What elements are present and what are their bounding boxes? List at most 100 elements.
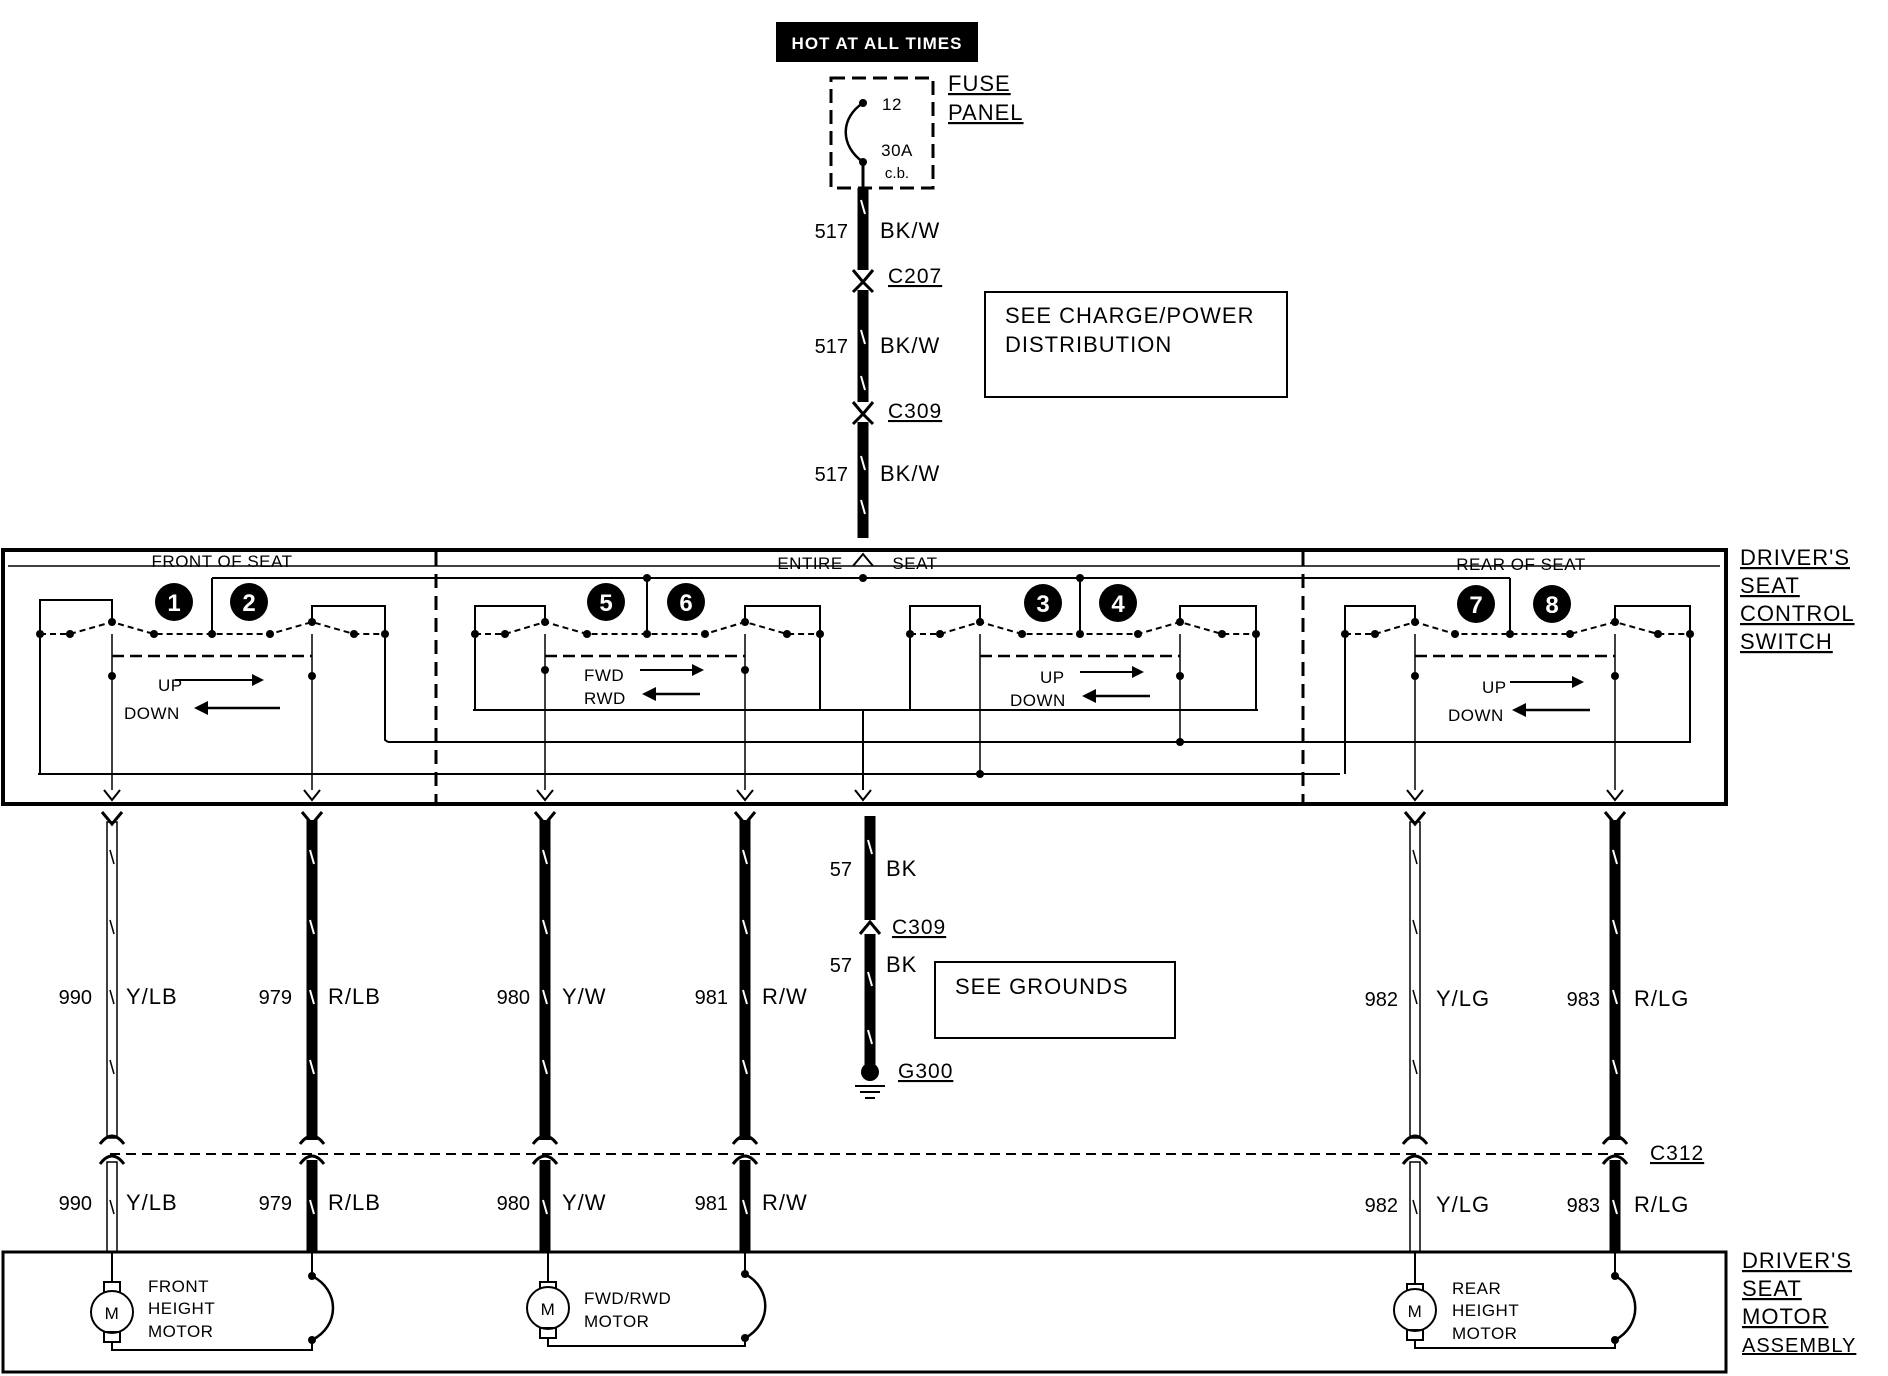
charge-power-note-line1: SEE CHARGE/POWER: [1005, 303, 1254, 328]
fwdrwd-motor-symbol: M: [541, 1300, 556, 1319]
motor-assembly-label-3: MOTOR: [1742, 1304, 1828, 1329]
section-entire: ENTIRE: [777, 554, 842, 573]
rear-motor-symbol: M: [1408, 1302, 1423, 1321]
ground-color-2: BK: [886, 952, 917, 977]
wire-979-color-upper: R/LB: [328, 984, 381, 1009]
wire-983-circuit-lower: 983: [1567, 1195, 1600, 1217]
fwd-rwd-motor: [526, 1252, 767, 1347]
grounds-note: SEE GROUNDS: [955, 974, 1129, 999]
contact-8: 8: [1545, 592, 1558, 619]
rear-motor-label-3: MOTOR: [1452, 1324, 1517, 1343]
wire-979-circuit-lower: 979: [259, 1193, 292, 1215]
contact-6: 6: [679, 590, 692, 617]
motor-assembly-label-1: DRIVER'S: [1742, 1248, 1852, 1273]
rwd-label: RWD: [584, 689, 626, 708]
wire-983-circuit-upper: 983: [1567, 989, 1600, 1011]
wire-990-circuit-upper: 990: [59, 987, 92, 1009]
front-height-motor: [90, 1252, 335, 1351]
wire-983-color-upper: R/LG: [1634, 986, 1689, 1011]
connector-c309-ground: C309: [892, 916, 946, 939]
wire-981-color-upper: R/W: [762, 984, 808, 1009]
switch-label-2: SEAT: [1740, 573, 1800, 598]
wire-980-color-upper: Y/W: [562, 984, 607, 1009]
fwdrwd-motor-label-1: FWD/RWD: [584, 1289, 671, 1308]
contact-circles: [155, 583, 1571, 623]
motor-assembly-label-4: ASSEMBLY: [1742, 1335, 1856, 1357]
section-front-of-seat: FRONT OF SEAT: [152, 552, 293, 571]
charge-power-note-line2: DISTRIBUTION: [1005, 332, 1172, 357]
wire-982-circuit-lower: 982: [1365, 1195, 1398, 1217]
contact-4: 4: [1111, 591, 1125, 618]
contact-7: 7: [1469, 592, 1482, 619]
contact-1: 1: [167, 590, 180, 617]
wire-982-color-upper: Y/LG: [1436, 986, 1490, 1011]
ground-wire: [855, 816, 885, 1099]
section-rear-of-seat: REAR OF SEAT: [1456, 555, 1585, 574]
wire-982-circuit-upper: 982: [1365, 989, 1398, 1011]
connector-c207: C207: [888, 265, 942, 288]
front-up-label: UP: [158, 676, 183, 695]
switch-label-4: SWITCH: [1740, 629, 1833, 654]
fwd-rwd-switch-group: [471, 578, 824, 802]
front-motor-label-3: MOTOR: [148, 1322, 213, 1341]
section-entire-seat: SEAT: [892, 554, 937, 573]
contact-2: 2: [242, 590, 255, 617]
feed-circuit-3: 517: [815, 464, 848, 486]
contact-5: 5: [599, 590, 612, 617]
rear-motor-label-1: REAR: [1452, 1279, 1501, 1298]
wire-980-circuit-lower: 980: [497, 1193, 530, 1215]
rear-motor-label-2: HEIGHT: [1452, 1301, 1519, 1320]
fuse-rating: 30A: [881, 141, 913, 160]
wire-980-color-lower: Y/W: [562, 1190, 607, 1215]
fwdrwd-motor-label-2: MOTOR: [584, 1312, 649, 1331]
hot-at-all-times-box: [776, 22, 978, 62]
front-motor-label-1: FRONT: [148, 1277, 209, 1296]
rear-up-label: UP: [1482, 678, 1507, 697]
motor-assembly: [1, 1250, 1728, 1374]
ground-circuit-1: 57: [830, 859, 852, 881]
feed-color-2: BK/W: [880, 333, 940, 358]
wire-979-color-lower: R/LB: [328, 1190, 381, 1215]
grounds-note-box: [934, 961, 1176, 1039]
fuse-type: c.b.: [885, 165, 909, 182]
seat-control-switch: [1, 548, 1728, 806]
wire-983-color-lower: R/LG: [1634, 1192, 1689, 1217]
mid-switch-group: [906, 578, 1260, 778]
wire-990-circuit-lower: 990: [59, 1193, 92, 1215]
switch-label-1: DRIVER'S: [1740, 545, 1850, 570]
wire-982-color-lower: Y/LG: [1436, 1192, 1490, 1217]
rear-height-motor: [1393, 1252, 1637, 1349]
switch-label-3: CONTROL: [1740, 601, 1855, 626]
fuse-number: 12: [882, 95, 902, 114]
hot-at-all-times-label: HOT AT ALL TIMES: [792, 34, 963, 53]
fuse-panel: 12 30A c.b.: [829, 76, 935, 190]
front-motor-symbol: M: [105, 1304, 120, 1323]
wire-981-circuit-lower: 981: [695, 1193, 728, 1215]
front-motor-label-2: HEIGHT: [148, 1299, 215, 1318]
feed-color-1: BK/W: [880, 218, 940, 243]
mid-down-label: DOWN: [1010, 691, 1066, 710]
fuse-panel-label-2: PANEL: [948, 100, 1024, 125]
ground-circuit-2: 57: [830, 955, 852, 977]
feed-circuit-1: 517: [815, 221, 848, 243]
wire-981-color-lower: R/W: [762, 1190, 808, 1215]
contact-3: 3: [1036, 591, 1049, 618]
wire-990-color-lower: Y/LB: [126, 1190, 178, 1215]
charge-power-note-box: [984, 291, 1288, 398]
wire-990-color-upper: Y/LB: [126, 984, 178, 1009]
connector-g300: G300: [898, 1060, 953, 1083]
feed-wire: [851, 162, 875, 538]
connector-c309-top: C309: [888, 400, 942, 423]
fwd-label: FWD: [584, 666, 624, 685]
wire-979-circuit-upper: 979: [259, 987, 292, 1009]
mid-up-label: UP: [1040, 668, 1065, 687]
rear-down-label: DOWN: [1448, 706, 1504, 725]
wire-980-circuit-upper: 980: [497, 987, 530, 1009]
wire-981-circuit-upper: 981: [695, 987, 728, 1009]
motor-assembly-label-2: SEAT: [1742, 1276, 1802, 1301]
feed-color-3: BK/W: [880, 461, 940, 486]
ground-color-1: BK: [886, 856, 917, 881]
motor-wires: [98, 811, 1629, 1253]
connector-c312: C312: [1650, 1142, 1704, 1165]
